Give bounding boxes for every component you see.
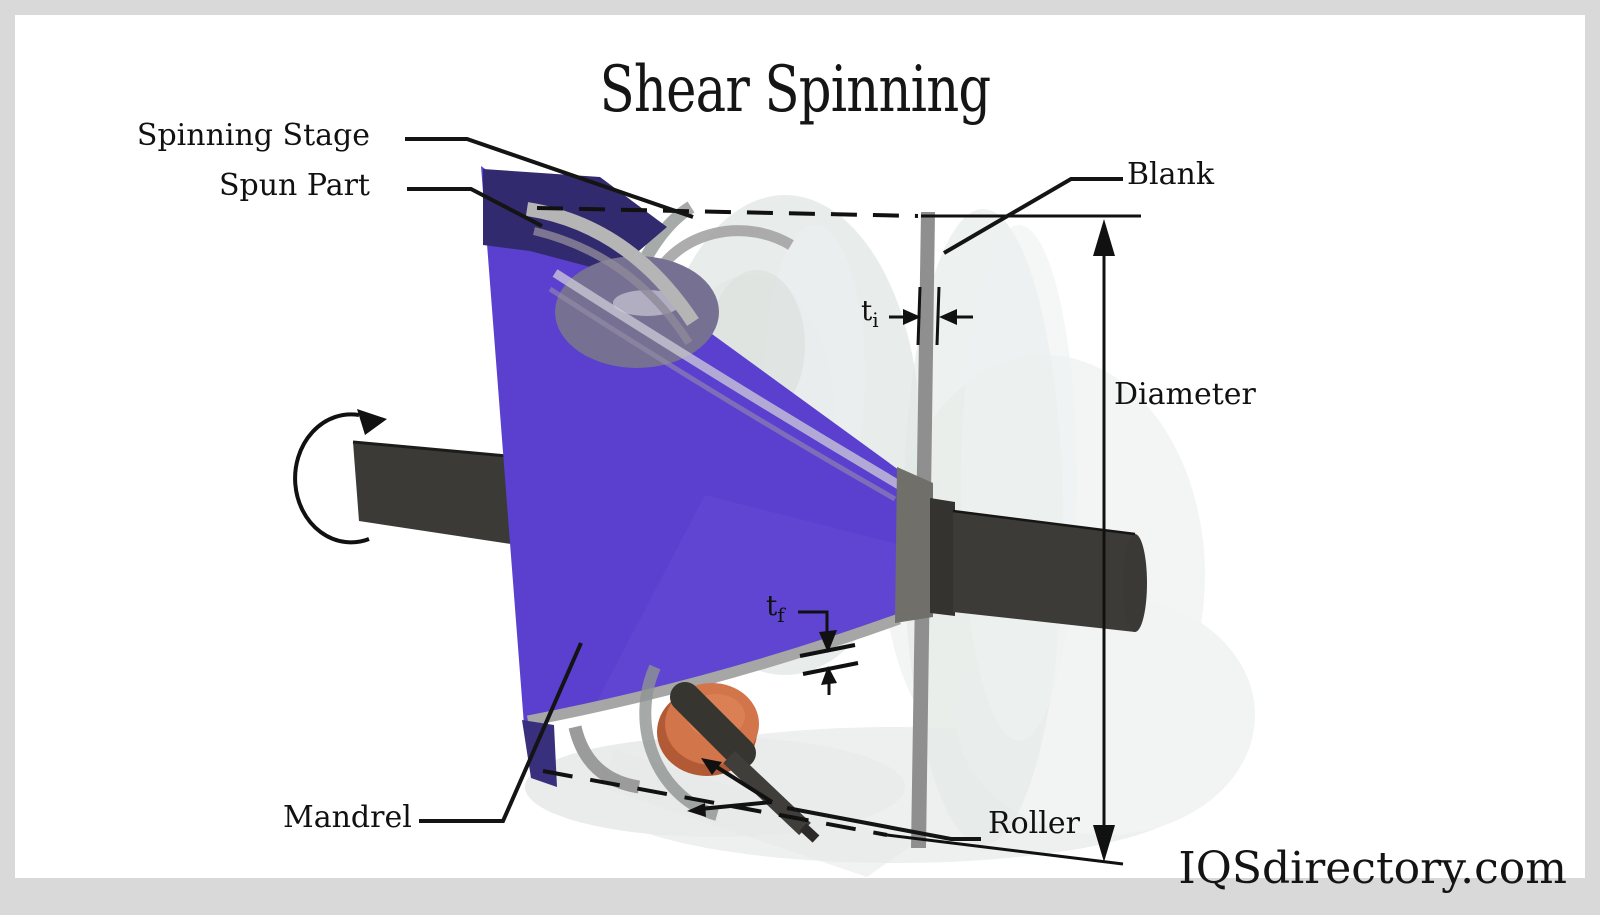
right-shaft-cap — [1123, 534, 1147, 632]
mandrel-cut-face-bottom — [522, 720, 557, 787]
right-shaft — [930, 498, 1147, 632]
spun-part-metal-streak-2 — [548, 286, 897, 502]
label-mandrel: Mandrel — [283, 800, 412, 835]
feed-arrowhead-1 — [701, 758, 722, 775]
spun-part-hook — [568, 725, 641, 794]
spinning-stage-leader — [405, 137, 694, 219]
spun-part-flange-bottom — [526, 613, 901, 727]
left-shaft — [352, 440, 511, 544]
diagram-canvas: Shear Spinning Spinning Stage Spun Part … — [15, 15, 1585, 894]
right-shaft-step — [930, 498, 955, 616]
top-dashed-line — [536, 206, 919, 218]
tf-tick-top — [799, 643, 856, 658]
mandrel-cone — [481, 166, 933, 794]
ti-base: t — [861, 294, 873, 327]
ti-arrow-right — [939, 309, 957, 325]
label-roller: Roller — [988, 806, 1080, 841]
label-blank: Blank — [1127, 157, 1215, 192]
watermark: IQSdirectory.com — [1178, 843, 1567, 894]
mandrel-tip — [895, 467, 933, 623]
rotation-arrow — [293, 409, 387, 545]
spun-part-leader — [407, 187, 543, 228]
label-spun-part: Spun Part — [218, 168, 370, 203]
dimension-annotations — [536, 206, 1141, 866]
diameter-arrow-top — [1093, 219, 1115, 256]
ti-arrow-left — [903, 309, 921, 325]
tf-base: t — [766, 589, 778, 622]
tf-tick-bottom — [802, 661, 859, 676]
tf-arrow-up — [821, 666, 837, 685]
spun-part-metal-streak — [552, 269, 902, 489]
floor-shadow-streak — [600, 750, 915, 877]
feed-arrowhead-2 — [687, 803, 706, 817]
diameter-arrow-bottom — [1093, 825, 1115, 862]
ti-tick-left — [916, 286, 922, 346]
mandrel-leader — [419, 642, 583, 823]
roller-leader — [786, 806, 981, 841]
roller-hub — [670, 682, 756, 768]
mandrel-face-light — [595, 495, 901, 705]
feed-arrow-line-1 — [710, 762, 774, 804]
rotation-arc — [293, 412, 370, 545]
ti-subscript: i — [872, 308, 879, 332]
roller-tool — [639, 664, 820, 843]
spun-part-flange-top — [525, 202, 699, 326]
label-spinning-stage: Spinning Stage — [136, 118, 370, 153]
label-initial-thickness: ti — [861, 294, 879, 332]
blank-leader — [942, 177, 1123, 255]
blank-face-faded — [961, 225, 1077, 741]
feed-arrow-line-2 — [699, 800, 773, 811]
label-diameter: Diameter — [1114, 377, 1256, 412]
shear-spinning-illustration — [293, 137, 1255, 877]
bottom-dashed-line — [542, 769, 888, 837]
bottom-extension-line — [886, 833, 1124, 866]
right-shaft-body — [953, 511, 1135, 632]
tf-leader — [798, 610, 829, 637]
stage-crescent — [639, 664, 719, 821]
leader-lines — [405, 137, 1123, 841]
ti-tick-right — [935, 286, 941, 346]
diagram-title: Shear Spinning — [599, 53, 992, 127]
roller-handle-tip — [799, 823, 820, 843]
rotation-arrowhead — [357, 409, 387, 435]
tf-arrow-down — [819, 630, 837, 653]
label-final-thickness: tf — [766, 589, 785, 627]
left-shaft-edge — [352, 440, 508, 458]
left-shaft-body — [353, 442, 511, 544]
spun-part-flange-shadow — [533, 227, 693, 346]
tf-subscript: f — [777, 603, 785, 627]
